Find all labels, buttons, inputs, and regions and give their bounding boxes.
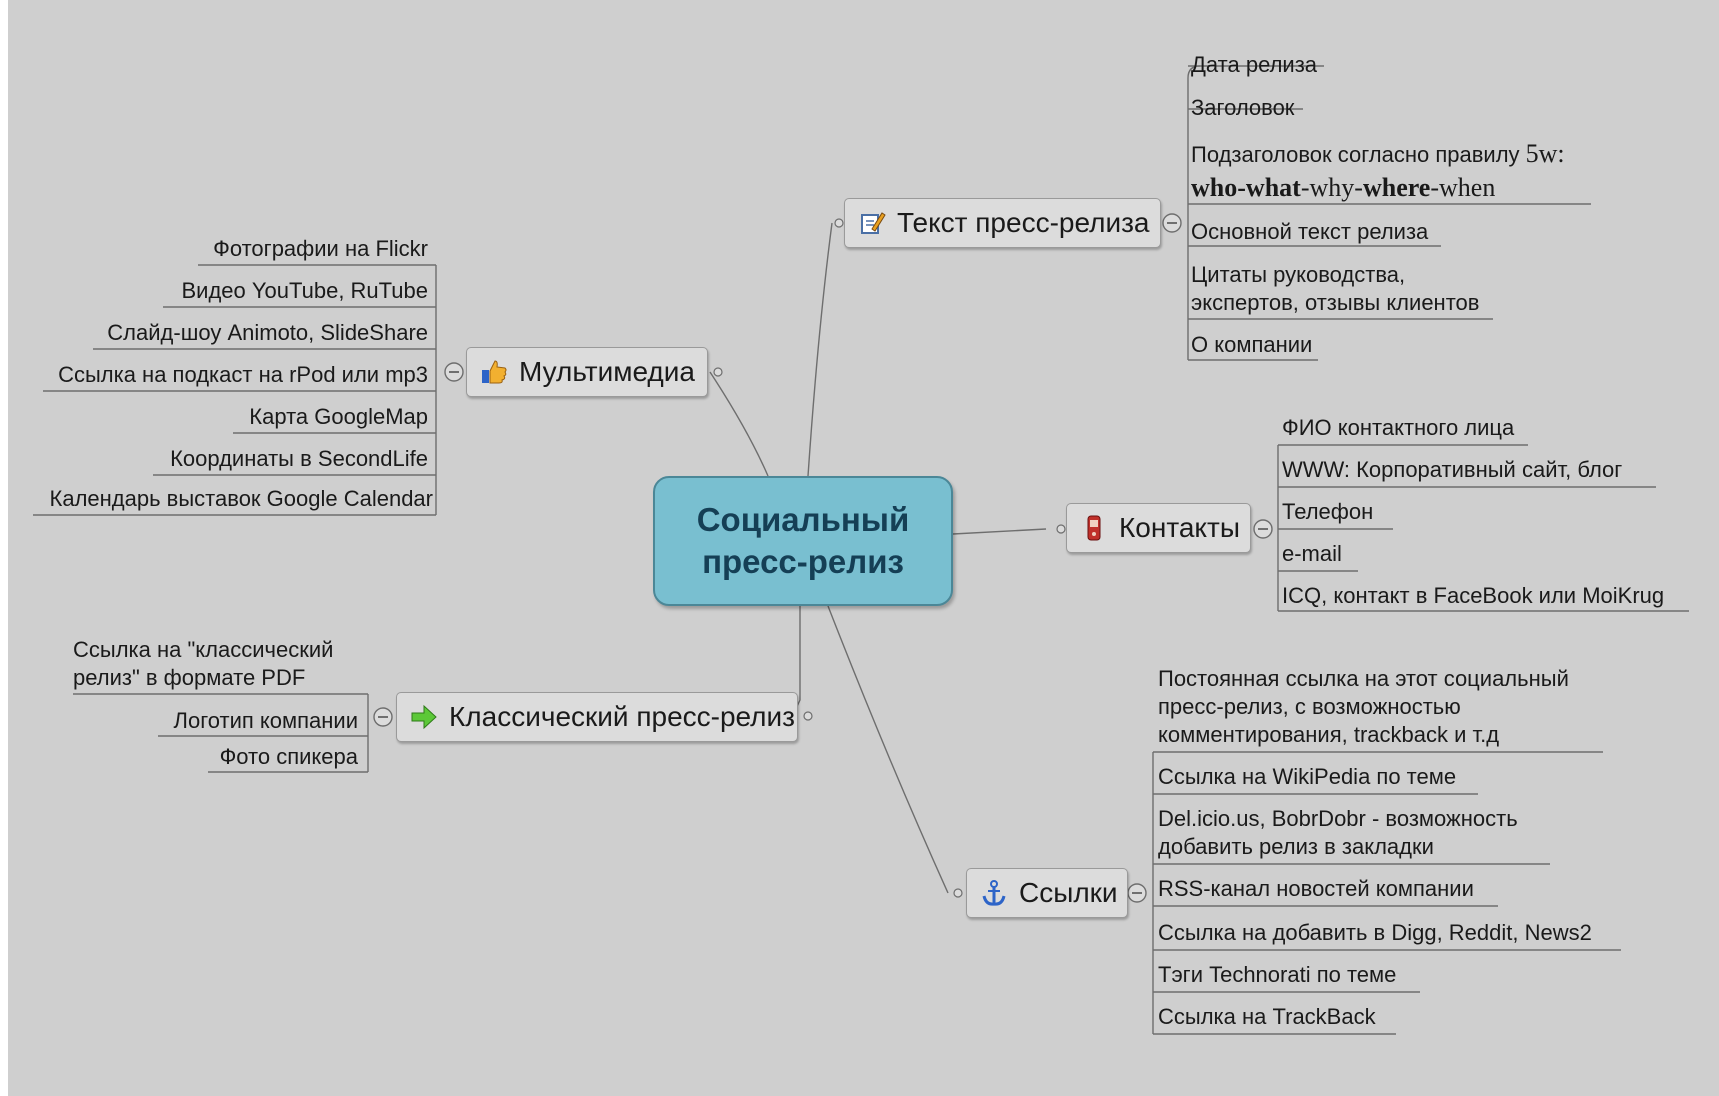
leaf-permalink-line2: пресс-релиз, с возможностью xyxy=(1158,694,1461,719)
node-contacts-label: Контакты xyxy=(1119,512,1240,543)
central-topic[interactable]: Социальный пресс-релиз xyxy=(653,476,953,606)
connector-lines xyxy=(33,65,1689,1035)
thumbs-up-icon xyxy=(479,357,509,387)
leaf-classic-pdf-line1: Ссылка на "классический xyxy=(73,637,334,662)
leaf-googlemap: Карта GoogleMap xyxy=(249,404,428,429)
node-links[interactable]: Ссылки xyxy=(966,868,1128,918)
leaf-5w-words: who-what-why-where-when xyxy=(1191,173,1496,202)
node-text-press-release[interactable]: Текст пресс-релиза xyxy=(844,198,1161,248)
leaf-delicious-line1: Del.icio.us, BobrDobr - возможность xyxy=(1158,806,1518,831)
leaf-phone: Телефон xyxy=(1282,499,1374,524)
leaf-about-company: О компании xyxy=(1191,332,1313,357)
leaf-slideshow: Слайд-шоу Animoto, SlideShare xyxy=(107,320,428,345)
leaf-headline: Заголовок xyxy=(1191,95,1295,120)
leaf-contact-name: ФИО контактного лица xyxy=(1282,415,1515,440)
green-arrow-icon xyxy=(409,702,439,732)
leaf-technorati: Тэги Technorati по теме xyxy=(1158,962,1397,987)
leaf-what: what xyxy=(1245,173,1301,202)
node-text-label: Текст пресс-релиза xyxy=(897,207,1150,238)
leaf-subheadline-text: Подзаголовок согласно правилу xyxy=(1191,142,1526,167)
node-contacts[interactable]: Контакты xyxy=(1066,503,1251,553)
node-multimedia-label: Мультимедиа xyxy=(519,356,695,387)
leaf-classic-pdf-line2: релиз" в формате PDF xyxy=(73,665,306,690)
leaf-secondlife: Координаты в SecondLife xyxy=(170,446,428,471)
leaf-subheadline: Подзаголовок согласно правилу 5w: xyxy=(1191,140,1565,169)
leaf-website: WWW: Корпоративный сайт, блог xyxy=(1282,457,1623,482)
central-topic-line1: Социальный xyxy=(696,501,910,538)
anchor-icon xyxy=(979,878,1009,908)
leaf-speaker-photo: Фото спикера xyxy=(219,744,358,769)
leaf-release-date: Дата релиза xyxy=(1191,52,1318,77)
node-classic-label: Классический пресс-релиз xyxy=(449,701,795,732)
leaf-trackback: Ссылка на TrackBack xyxy=(1158,1004,1376,1029)
node-classic-press-release[interactable]: Классический пресс-релиз xyxy=(396,692,798,742)
central-topic-line2: пресс-релиз xyxy=(702,543,904,580)
leaf-where: where xyxy=(1362,173,1431,202)
leaf-google-calendar: Календарь выставок Google Calendar xyxy=(49,486,433,511)
node-links-label: Ссылки xyxy=(1019,877,1118,908)
leaf-quotes-line1: Цитаты руководства, xyxy=(1191,262,1406,287)
mobile-phone-icon xyxy=(1079,513,1109,543)
leaf-email: e-mail xyxy=(1282,541,1342,566)
leaf-wikipedia: Ссылка на WikiPedia по теме xyxy=(1158,764,1457,789)
leaf-logo: Логотип компании xyxy=(173,708,358,733)
leaf-who: who xyxy=(1191,173,1238,202)
leaf-permalink-line3: комментирования, trackback и т.д xyxy=(1158,722,1500,747)
mindmap-canvas: Социальный пресс-релиз Текст пресс-релиз… xyxy=(8,0,1719,1096)
leaf-youtube: Видео YouTube, RuTube xyxy=(181,278,428,303)
leaf-icq: ICQ, контакт в FaceBook или MoiKrug xyxy=(1282,583,1665,608)
leaf-quotes-line2: экспертов, отзывы клиентов xyxy=(1191,290,1480,315)
leaf-delicious-line2: добавить релиз в закладки xyxy=(1158,834,1434,859)
pencil-note-icon xyxy=(857,208,887,238)
leaf-rss: RSS-канал новостей компании xyxy=(1158,876,1474,901)
leaf-permalink-line1: Постоянная ссылка на этот социальный xyxy=(1158,666,1569,691)
leaf-flickr: Фотографии на Flickr xyxy=(213,236,428,261)
leaf-why: why xyxy=(1309,173,1355,202)
leaf-podcast: Ссылка на подкаст на rPod или mp3 xyxy=(58,362,428,387)
leaf-main-text: Основной текст релиза xyxy=(1191,219,1429,244)
leaf-when: when xyxy=(1439,173,1496,202)
leaf-5w: 5w: xyxy=(1525,139,1565,168)
leaf-digg: Ссылка на добавить в Digg, Reddit, News2 xyxy=(1158,920,1592,945)
node-multimedia[interactable]: Мультимедиа xyxy=(466,347,708,397)
